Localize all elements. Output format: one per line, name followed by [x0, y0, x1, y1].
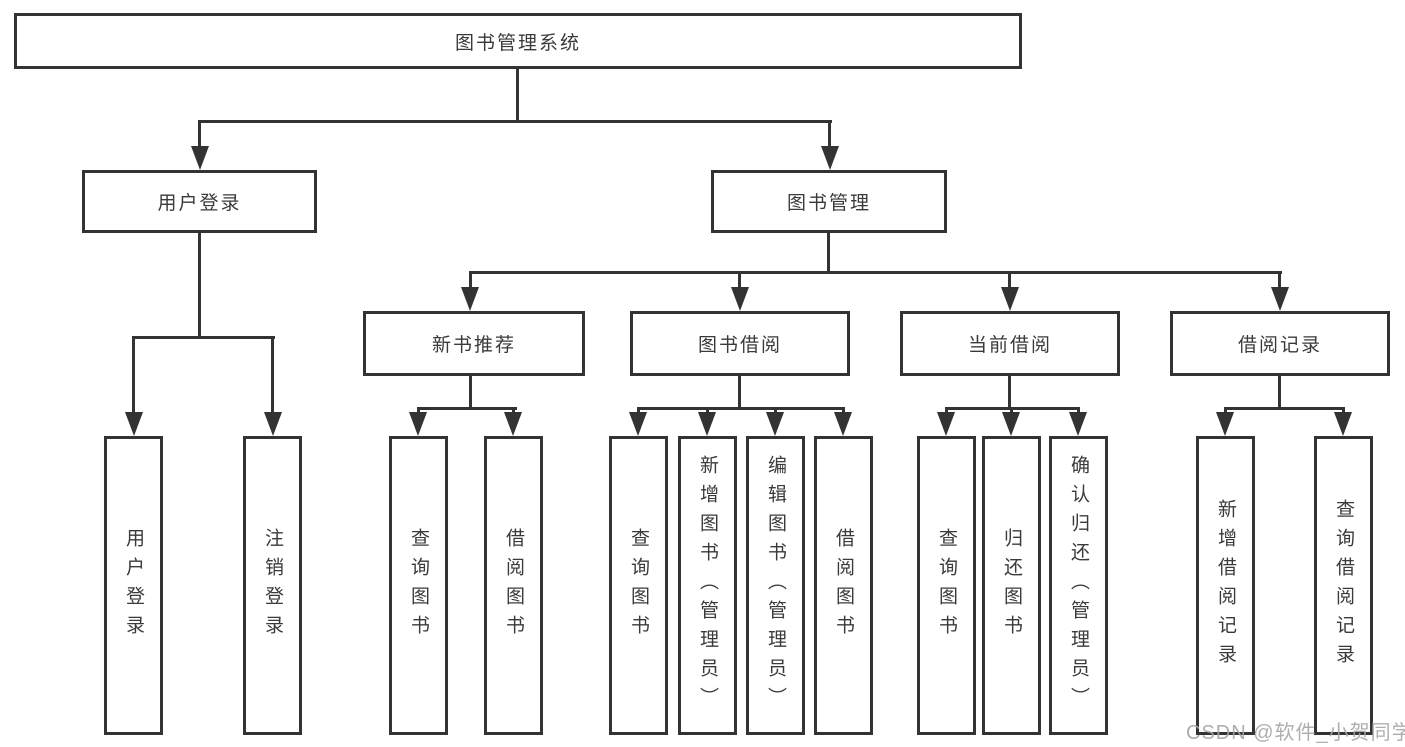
node-borrow-borrow-books-label: 借阅图书: [833, 527, 854, 644]
arrowhead-groupB-child2: [698, 412, 716, 436]
csdn-watermark: CSDN @软件_小贺同学: [1186, 722, 1405, 744]
node-recommend-query-books-label: 查询图书: [408, 527, 429, 644]
node-borrow-borrow-books: 借阅图书: [814, 436, 873, 735]
connector-current-stem: [1008, 271, 1011, 295]
node-add-borrow-record-label: 新增借阅记录: [1215, 498, 1236, 673]
connector-groupB-down: [738, 376, 741, 410]
node-user-login-label: 用户登录: [157, 193, 242, 214]
arrowhead-login-child1: [125, 412, 143, 436]
node-new-book-recommend-label: 新书推荐: [431, 335, 516, 356]
arrowhead-record: [1271, 287, 1289, 311]
node-current-borrow: 当前借阅: [900, 311, 1120, 376]
arrowhead-borrow: [731, 287, 749, 311]
node-borrow-query-books-label: 查询图书: [628, 527, 649, 644]
arrowhead-groupC-child3: [1069, 412, 1087, 436]
node-current-query-books-label: 查询图书: [936, 527, 957, 644]
arrowhead-groupC-child1: [937, 412, 955, 436]
node-new-book-recommend: 新书推荐: [363, 311, 585, 376]
arrowhead-groupD-child1: [1216, 412, 1234, 436]
connector-management-stem: [828, 120, 831, 154]
arrowhead-groupB-child4: [834, 412, 852, 436]
node-add-borrow-record: 新增借阅记录: [1196, 436, 1255, 735]
node-login-user-login: 用户登录: [104, 436, 163, 735]
node-recommend-borrow-books: 借阅图书: [484, 436, 543, 735]
connector-login-rail: [132, 336, 275, 339]
arrowhead-groupD-child2: [1334, 412, 1352, 436]
connector-login-child1-stem: [132, 336, 135, 420]
arrowhead-login: [191, 146, 209, 170]
arrowhead-groupB-child3: [766, 412, 784, 436]
node-user-login: 用户登录: [82, 170, 317, 233]
connector-recommend-stem: [469, 271, 472, 295]
node-book-management-label: 图书管理: [786, 193, 871, 214]
arrowhead-recommend: [461, 287, 479, 311]
arrowhead-groupA-child1: [409, 412, 427, 436]
connector-login-stem: [198, 120, 201, 154]
connector-groupA-rail: [417, 407, 517, 410]
connector-groupC-down: [1008, 376, 1011, 410]
node-login-user-login-label: 用户登录: [123, 527, 144, 644]
arrowhead-groupC-child2: [1002, 412, 1020, 436]
node-current-query-books: 查询图书: [917, 436, 976, 735]
node-root: 图书管理系统: [14, 13, 1022, 69]
node-add-books-admin: 新增图书（管理员）: [678, 436, 737, 735]
node-return-books: 归还图书: [982, 436, 1041, 735]
node-recommend-query-books: 查询图书: [389, 436, 448, 735]
node-book-borrow: 图书借阅: [630, 311, 850, 376]
node-borrow-record: 借阅记录: [1170, 311, 1390, 376]
connector-management-down: [827, 233, 830, 274]
arrowhead-groupA-child2: [504, 412, 522, 436]
arrowhead-current: [1001, 287, 1019, 311]
connector-root-stem: [516, 69, 519, 120]
connector-level3-rail: [469, 271, 1282, 274]
node-query-borrow-record: 查询借阅记录: [1314, 436, 1373, 735]
node-confirm-return-admin-label: 确认归还（管理员）: [1068, 455, 1089, 716]
node-root-label: 图书管理系统: [454, 32, 581, 54]
node-edit-books-admin-label: 编辑图书（管理员）: [765, 455, 786, 716]
node-confirm-return-admin: 确认归还（管理员）: [1049, 436, 1108, 735]
connector-login-down: [198, 233, 201, 339]
connector-groupD-down: [1278, 376, 1281, 410]
arrowhead-groupB-child1: [629, 412, 647, 436]
connector-groupA-down: [469, 376, 472, 410]
node-edit-books-admin: 编辑图书（管理员）: [746, 436, 805, 735]
node-borrow-query-books: 查询图书: [609, 436, 668, 735]
node-login-logout-label: 注销登录: [262, 527, 283, 644]
node-book-borrow-label: 图书借阅: [697, 335, 782, 356]
connector-level2-rail: [198, 120, 832, 123]
arrowhead-management: [821, 146, 839, 170]
connector-groupD-rail: [1224, 407, 1345, 410]
node-login-logout: 注销登录: [243, 436, 302, 735]
connector-login-child2-stem: [271, 336, 274, 420]
node-query-borrow-record-label: 查询借阅记录: [1333, 498, 1354, 673]
node-recommend-borrow-books-label: 借阅图书: [503, 527, 524, 644]
connector-record-stem: [1278, 271, 1281, 295]
connector-borrow-stem: [738, 271, 741, 295]
arrowhead-login-child2: [264, 412, 282, 436]
node-book-management: 图书管理: [711, 170, 947, 233]
node-add-books-admin-label: 新增图书（管理员）: [697, 455, 718, 716]
node-current-borrow-label: 当前借阅: [967, 335, 1052, 356]
connector-groupB-rail: [637, 407, 845, 410]
node-return-books-label: 归还图书: [1001, 527, 1022, 644]
node-borrow-record-label: 借阅记录: [1237, 335, 1322, 356]
